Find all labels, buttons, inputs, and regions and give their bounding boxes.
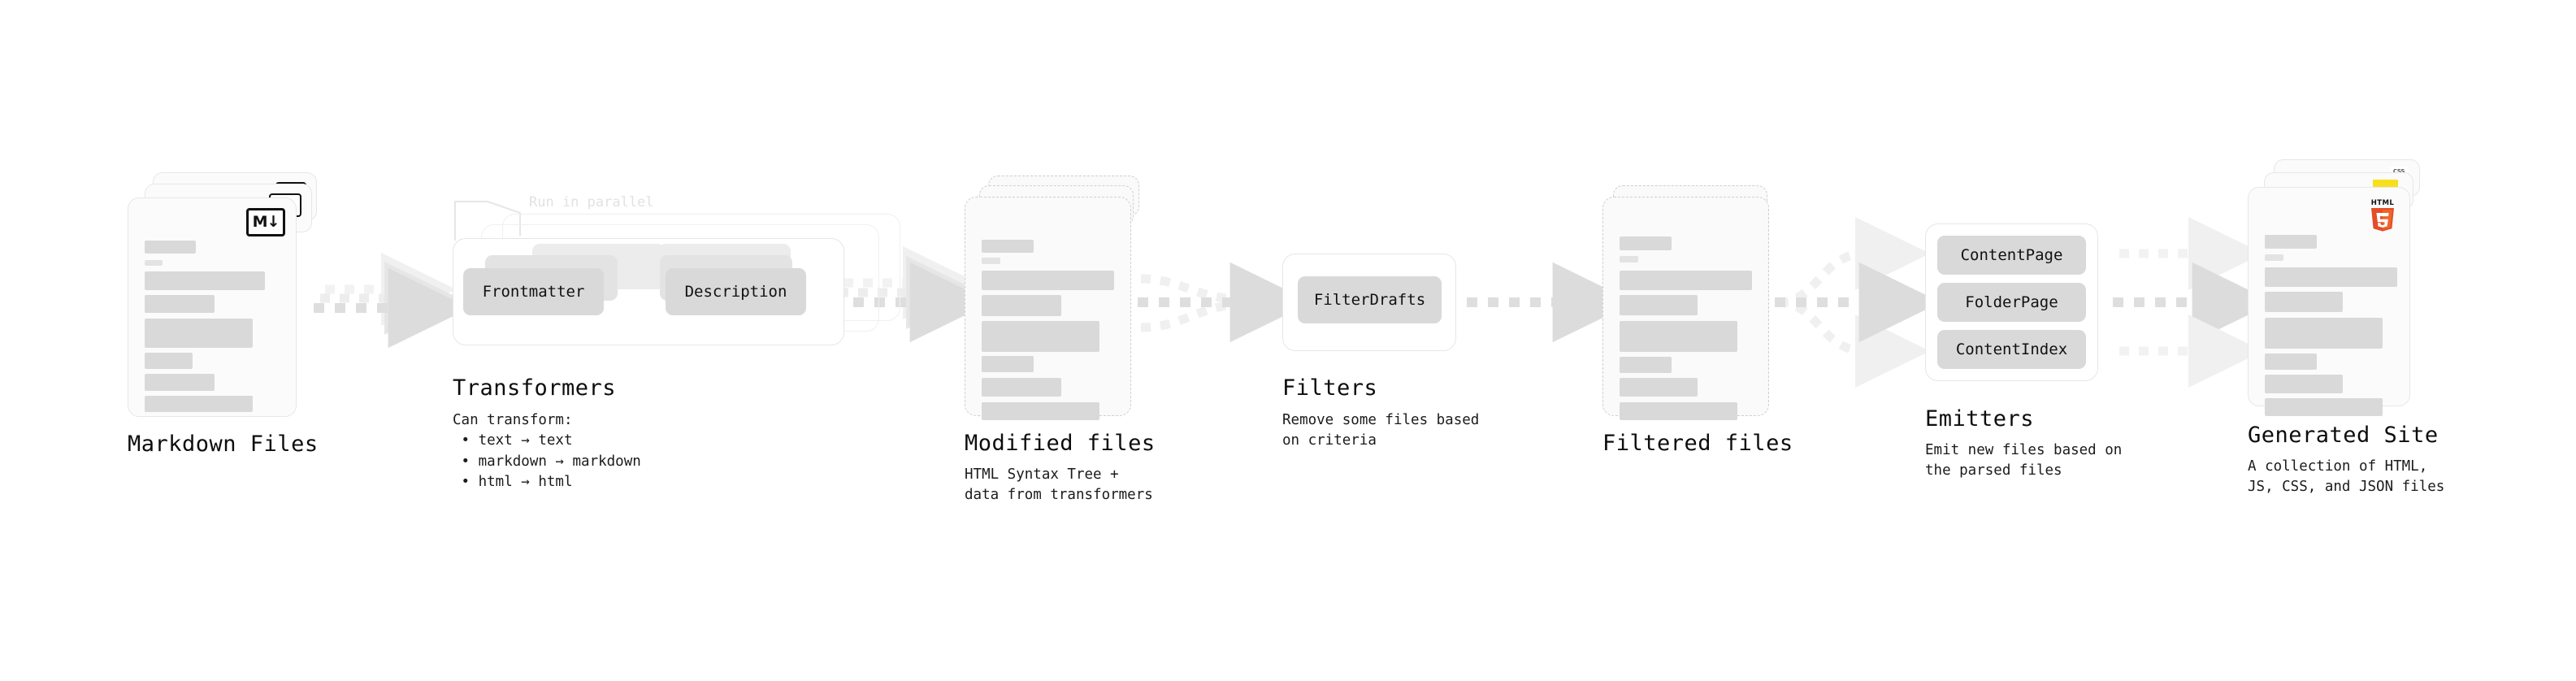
emitter-node-contentpage[interactable]: ContentPage — [1937, 236, 2086, 275]
css3-icon-label: CSS — [2392, 167, 2405, 175]
connector-modified-to-filters — [1138, 262, 1312, 343]
skeleton-bar — [982, 378, 1061, 397]
connector-filtered-to-emitters — [1775, 216, 1941, 388]
skeleton-bar — [2265, 235, 2317, 249]
skeleton-bar — [145, 353, 193, 369]
filters-title: Filters — [1282, 375, 1378, 401]
modified-files-title: Modified files — [965, 431, 1156, 456]
skeleton-bar — [145, 374, 215, 391]
skeleton-bar — [1620, 378, 1698, 397]
skeleton-bar — [145, 295, 215, 313]
skeleton-bar — [145, 271, 265, 290]
skeleton-bar — [1620, 321, 1737, 352]
filters-subtitle: Remove some files based on criteria — [1282, 412, 1480, 449]
skeleton-bar — [1620, 402, 1737, 420]
skeleton-bar — [2265, 267, 2397, 287]
transformers-title: Transformers — [453, 375, 617, 401]
skeleton-bar — [1620, 295, 1698, 315]
html5-icon: HTML — [2366, 196, 2400, 232]
generated-card-front: HTML — [2248, 187, 2410, 416]
transformer-node-description[interactable]: Description — [666, 268, 806, 315]
emitter-node-contentindex[interactable]: ContentIndex — [1937, 330, 2086, 369]
skeleton-bar — [1620, 236, 1672, 250]
skeleton-bar — [2265, 398, 2383, 416]
skeleton-bar — [982, 321, 1099, 352]
skeleton-bar — [982, 356, 1034, 372]
filtered-card-front — [1602, 197, 1769, 420]
filtered-files-title: Filtered files — [1602, 431, 1793, 456]
generated-site-subtitle: A collection of HTML, JS, CSS, and JSON … — [2248, 458, 2445, 496]
run-in-parallel-label: Run in parallel — [529, 194, 654, 210]
svg-text:HTML: HTML — [2371, 199, 2395, 207]
skeleton-bar — [2265, 375, 2343, 393]
skeleton-bar — [145, 241, 196, 254]
skeleton-bar — [982, 240, 1034, 253]
markdown-files-title: Markdown Files — [128, 432, 319, 457]
markdown-card-front: M↓ — [128, 197, 297, 417]
skeleton-bar — [1620, 256, 1638, 262]
skeleton-bar — [982, 402, 1099, 420]
modified-files-subtitle: HTML Syntax Tree + data from transformer… — [965, 466, 1153, 504]
skeleton-bar — [2265, 354, 2317, 370]
skeleton-bar — [145, 319, 253, 348]
skeleton-bar — [982, 295, 1061, 316]
skeleton-bar — [2265, 292, 2343, 312]
transformers-subtitle: Can transform: • text → text • markdown … — [453, 412, 641, 491]
skeleton-bar — [982, 271, 1114, 290]
skeleton-bar — [982, 258, 1000, 264]
skeleton-bar — [145, 396, 253, 412]
skeleton-bar — [1620, 357, 1672, 373]
connector-emitters-to-site — [2113, 216, 2275, 388]
html5-icon-svg: HTML — [2371, 199, 2395, 232]
skeleton-bar — [145, 260, 163, 266]
markdown-icon-front: M↓ — [246, 208, 285, 236]
emitters-subtitle: Emit new files based on the parsed files — [1925, 442, 2123, 479]
filter-node-filterdrafts[interactable]: FilterDrafts — [1298, 276, 1442, 323]
generated-site-title: Generated Site — [2248, 423, 2439, 448]
transformer-node-frontmatter[interactable]: Frontmatter — [463, 268, 604, 315]
skeleton-bar — [2265, 254, 2283, 261]
connector-md-to-transformers — [314, 252, 471, 349]
skeleton-bar — [1620, 271, 1752, 290]
emitter-node-folderpage[interactable]: FolderPage — [1937, 283, 2086, 322]
skeleton-bar — [2265, 318, 2383, 349]
emitters-title: Emitters — [1925, 406, 2035, 432]
modified-card-front — [965, 197, 1131, 420]
